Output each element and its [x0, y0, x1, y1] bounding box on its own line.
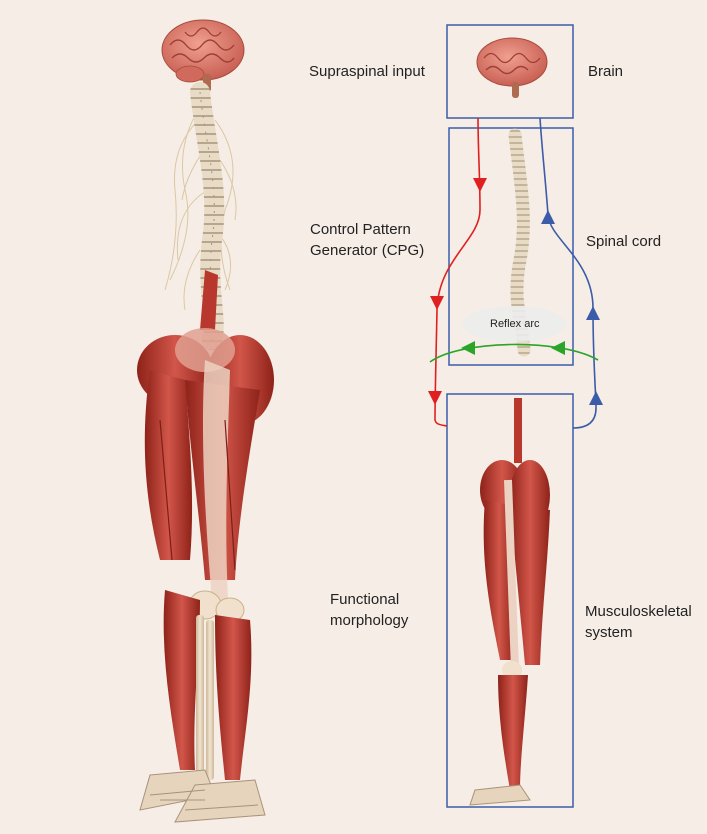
label-supraspinal-input: Supraspinal input	[309, 61, 425, 82]
label-musculoskeletal-system: Musculoskeletal system	[585, 601, 692, 643]
left-feet	[140, 770, 265, 822]
label-reflex-arc: Reflex arc	[490, 318, 540, 330]
afferent-arrowhead-2	[586, 306, 600, 320]
afferent-arrowhead-1	[541, 210, 555, 224]
reflex-arrowhead-1	[461, 341, 475, 355]
label-functional-morphology: Functional morphology	[330, 589, 408, 631]
label-spinal-cord: Spinal cord	[586, 231, 661, 252]
efferent-arrowhead-3	[428, 391, 442, 405]
label-brain: Brain	[588, 61, 623, 82]
left-brain	[162, 20, 244, 92]
box-leg-figure	[470, 398, 550, 805]
efferent-arrowhead-2	[430, 296, 444, 310]
reflex-arrowhead-2	[551, 341, 565, 355]
efferent-arrowhead-1	[473, 178, 487, 192]
afferent-arrowhead-3	[589, 391, 603, 405]
left-anatomical-figure	[137, 20, 274, 822]
box-brain	[477, 38, 547, 98]
efferent-pathway	[435, 118, 480, 426]
label-cpg: Control Pattern Generator (CPG)	[310, 219, 424, 261]
afferent-pathway	[540, 118, 596, 428]
left-thighs	[145, 360, 260, 600]
